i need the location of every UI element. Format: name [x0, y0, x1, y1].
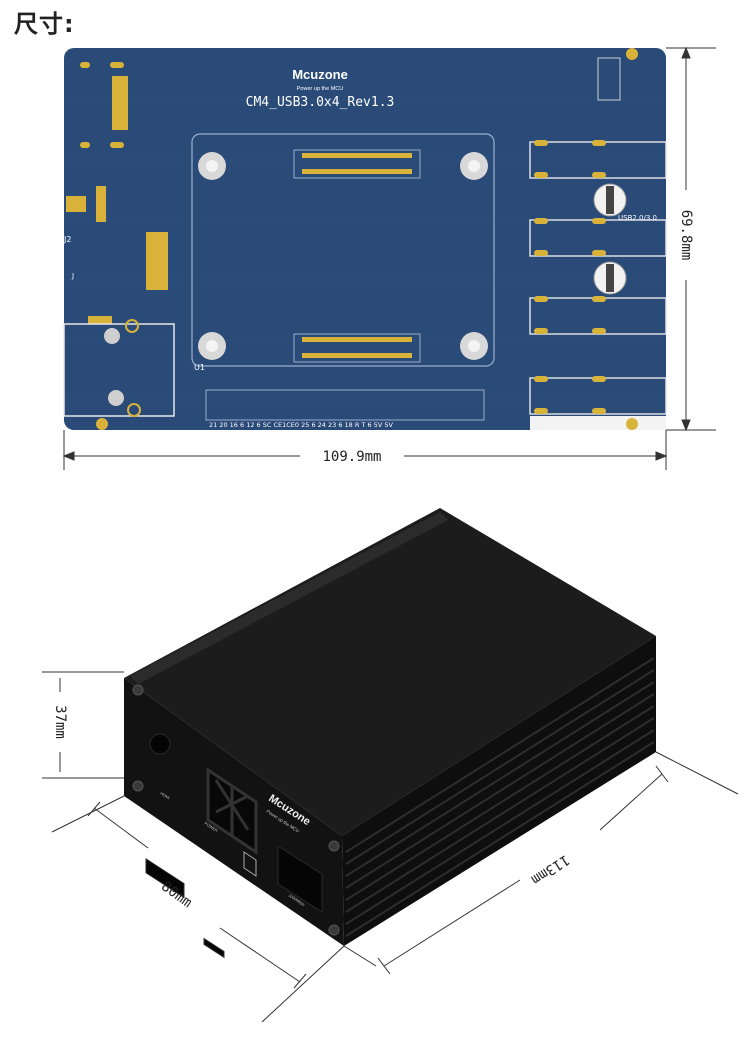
pcb-brand: Mcuzone [292, 67, 348, 82]
sd-card-icon [243, 851, 257, 877]
case-length-label: 113mm [528, 851, 572, 887]
case-top-face [124, 508, 656, 836]
fan-vent [206, 767, 258, 855]
usb-selector-dials [593, 183, 627, 295]
label-u1: U1 [194, 363, 205, 372]
pcb-diagram: Mcuzone Power up the MCU CM4_USB3.0x4_Re… [62, 46, 716, 470]
pcb-tagline: Power up the MCU [297, 86, 343, 92]
ethernet-jack-outline [63, 323, 175, 417]
mounting-holes [198, 152, 488, 360]
pcb-width-label: 109.9mm [322, 449, 381, 465]
pcb-model: CM4_USB3.0x4_Rev1.3 [246, 95, 395, 110]
pcb-height-label: 69.8mm [678, 210, 694, 261]
left-pin-header [66, 62, 168, 324]
cm4-module-outline [191, 133, 495, 367]
case-screws [132, 684, 340, 936]
heat-sink-fins [345, 657, 655, 937]
case-height-dimension [42, 671, 124, 779]
gpio-header-outline [205, 389, 485, 421]
cm4-connectors [293, 149, 421, 363]
usb-c-port [203, 937, 225, 959]
label-j2: J2 [63, 235, 71, 244]
power-jack [149, 733, 171, 755]
hdmi-label: HDMI [159, 791, 170, 801]
case-depth-dimension [51, 795, 345, 1023]
pcb-height-dimension [666, 46, 716, 432]
page-title: 尺寸: [14, 10, 75, 38]
gpio-pin-labels: 21 20 16 6 12 6 SC CE1CE0 25 6 24 23 6 1… [209, 421, 393, 429]
label-usb: USB2.0/3.0 [618, 214, 657, 222]
label-j: J [71, 272, 74, 280]
hdmi-port [145, 857, 185, 899]
case-height-label: 37mm [52, 705, 68, 739]
ethernet-port [277, 845, 323, 913]
pcb-width-dimension [62, 430, 668, 470]
case-length-dimension [343, 751, 739, 975]
